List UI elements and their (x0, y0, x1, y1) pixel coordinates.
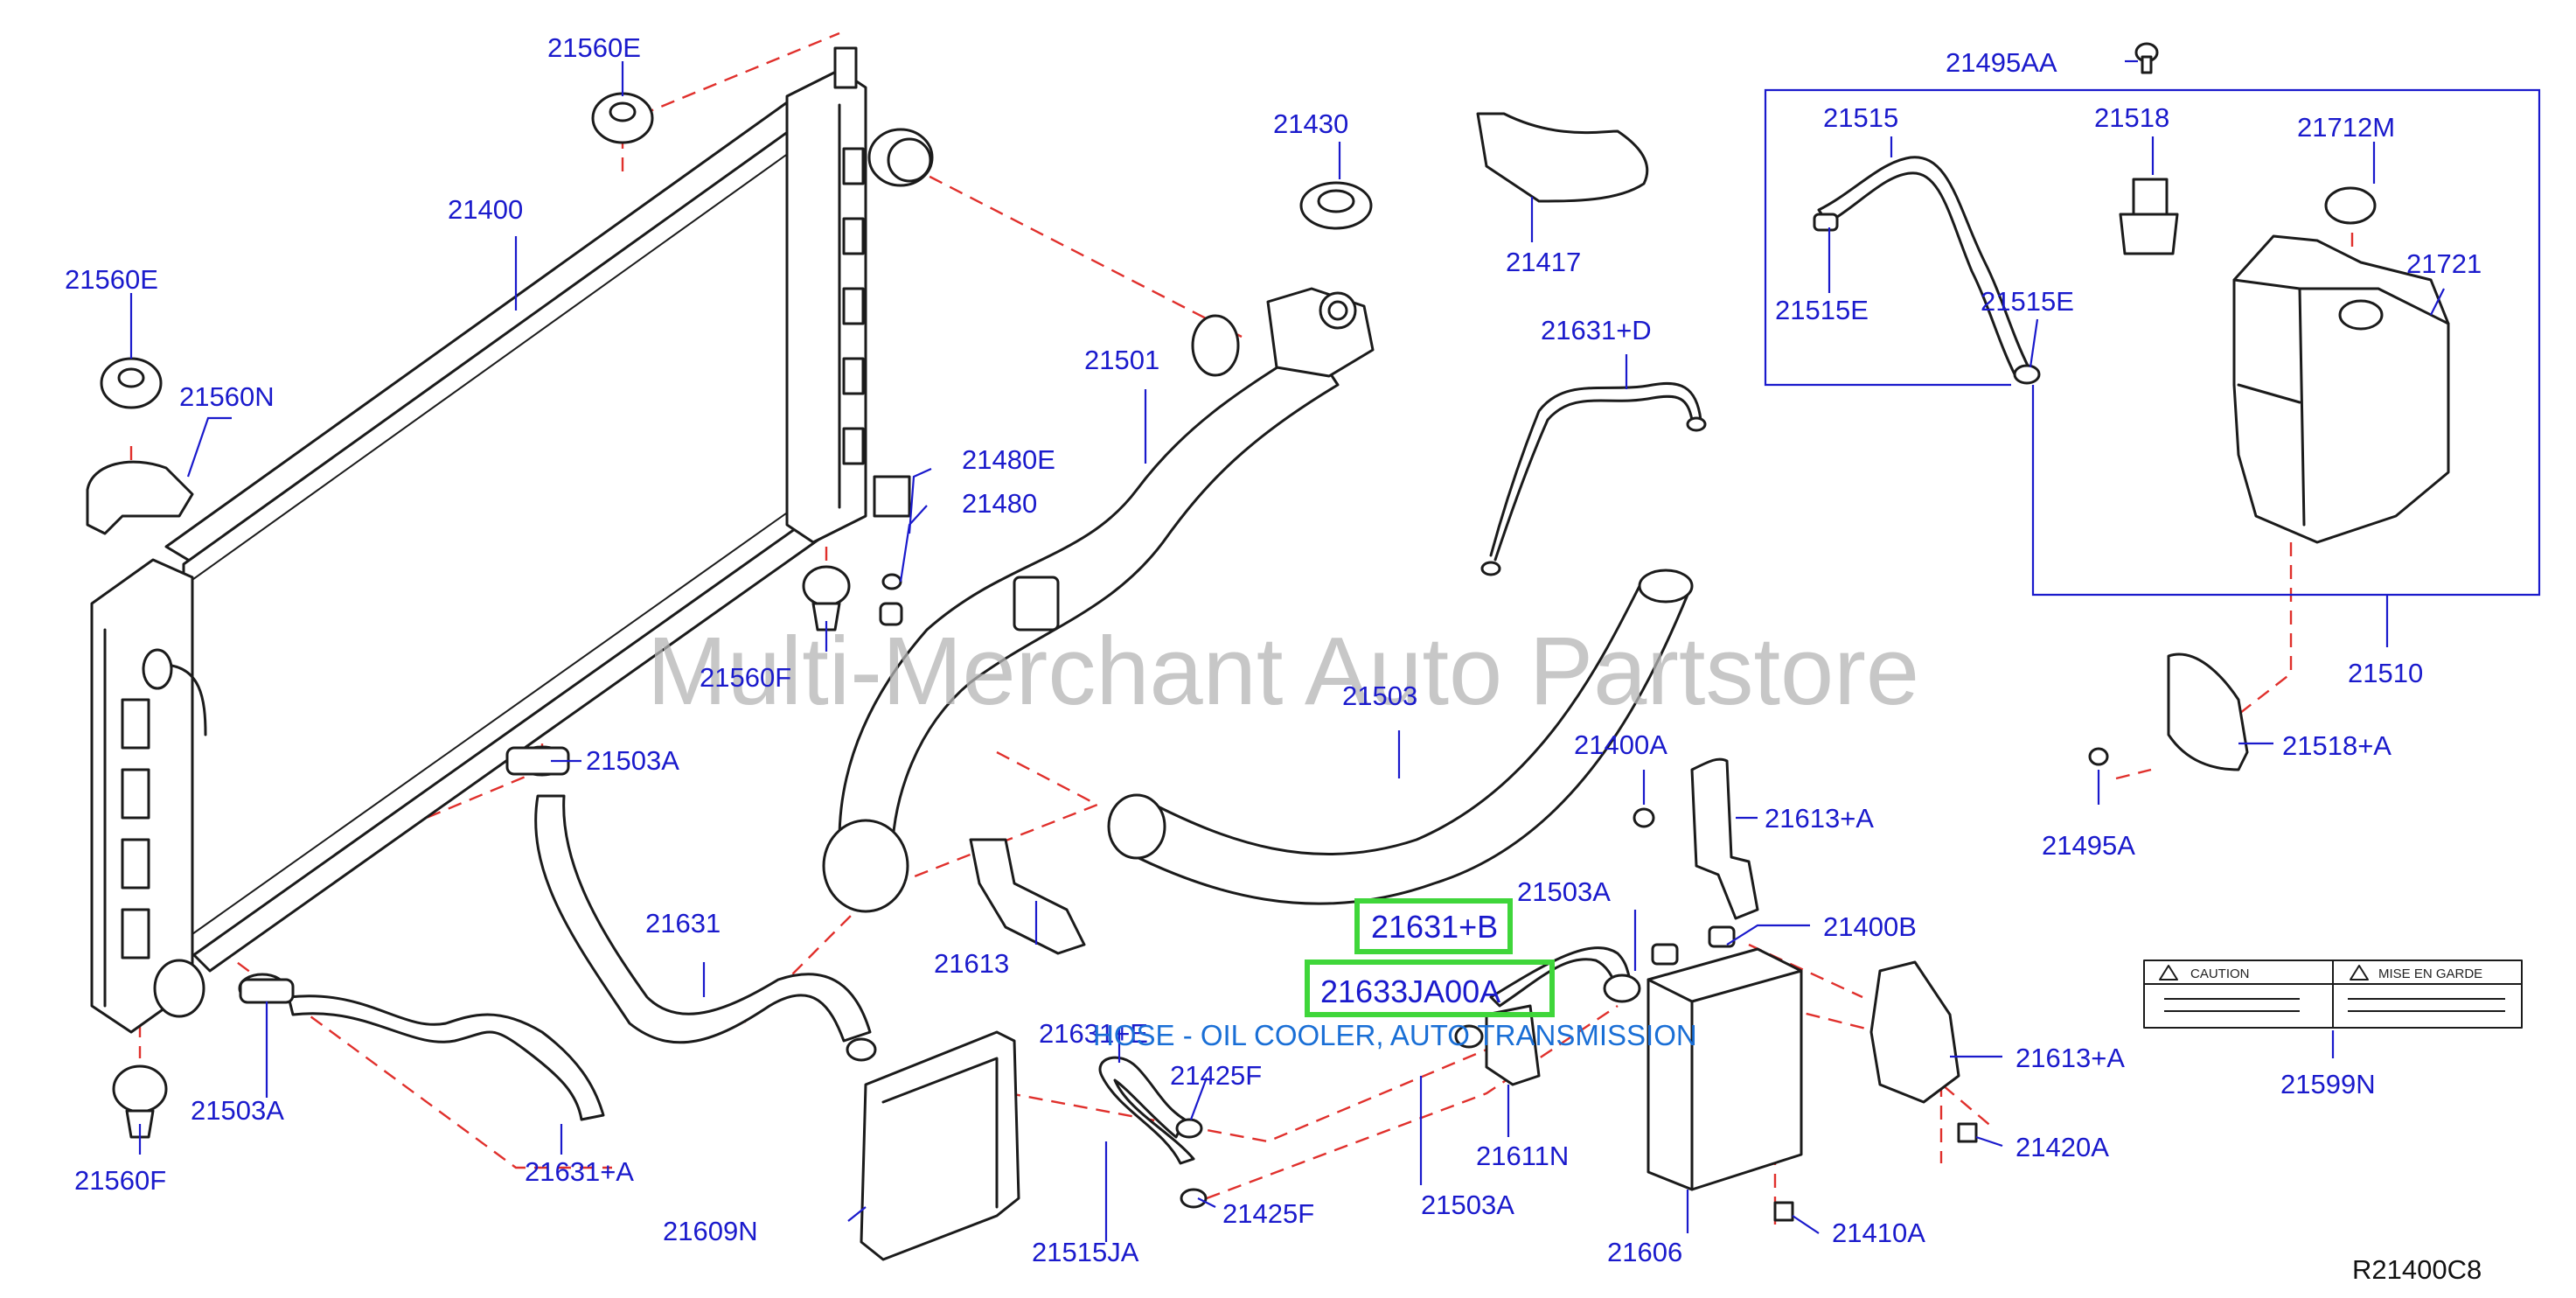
label-21613A-right[interactable]: 21613+A (2016, 1043, 2125, 1073)
label-21515JA[interactable]: 21515JA (1032, 1237, 1139, 1267)
caution-label-21599N: CAUTION MISE EN GARDE (2143, 960, 2523, 1029)
label-21631E[interactable]: 21631+E (1039, 1018, 1148, 1049)
label-21480E[interactable]: 21480E (962, 444, 1055, 475)
label-21503A-bottom-left[interactable]: 21503A (191, 1095, 284, 1126)
label-21480[interactable]: 21480 (962, 488, 1037, 519)
radiator-21400 (90, 46, 934, 1034)
label-21400[interactable]: 21400 (448, 194, 523, 225)
label-21560E-left[interactable]: 21560E (65, 264, 158, 295)
label-21425F-a[interactable]: 21425F (1170, 1060, 1262, 1091)
label-21417[interactable]: 21417 (1506, 247, 1581, 277)
leader-lines (129, 59, 2445, 1242)
label-21518A[interactable]: 21518+A (2282, 730, 2392, 761)
label-21400A[interactable]: 21400A (1574, 729, 1667, 760)
caution-title-fr: MISE EN GARDE (2378, 967, 2482, 981)
hoses (239, 156, 2041, 1209)
reservoir-21721 (2232, 234, 2450, 544)
label-21560F-bottom[interactable]: 21560F (74, 1165, 166, 1196)
label-21515[interactable]: 21515 (1823, 102, 1898, 133)
label-21425F-b[interactable]: 21425F (1222, 1198, 1314, 1229)
label-21510[interactable]: 21510 (2348, 658, 2423, 688)
label-21631A[interactable]: 21631+A (525, 1156, 634, 1187)
highlight-box-21631B[interactable] (1354, 898, 1513, 954)
label-21606[interactable]: 21606 (1607, 1237, 1682, 1267)
label-21560E-top[interactable]: 21560E (547, 32, 641, 63)
label-21560F-mid[interactable]: 21560F (700, 662, 791, 693)
highlight-box-21633JA00A[interactable] (1305, 960, 1555, 1017)
label-21631D[interactable]: 21631+D (1541, 315, 1652, 345)
oil-cooler-21606 (1647, 925, 1803, 1191)
label-21611N[interactable]: 21611N (1476, 1141, 1569, 1171)
diagram-reference-code: R21400C8 (2352, 1254, 2482, 1285)
label-21631[interactable]: 21631 (645, 908, 721, 939)
label-21631B-highlighted[interactable]: 21631+B (1371, 909, 1498, 945)
label-21410A[interactable]: 21410A (1832, 1218, 1925, 1248)
label-21430[interactable]: 21430 (1273, 108, 1348, 139)
label-21503A-top[interactable]: 21503A (586, 745, 679, 776)
label-21503A-mid[interactable]: 21503A (1517, 876, 1611, 907)
watermark: Multi-Merchant Auto Partstore (647, 618, 1919, 725)
label-21609N[interactable]: 21609N (663, 1216, 758, 1246)
part-description: HOSE - OIL COOLER, AUTO TRANSMISSION (1093, 1019, 1697, 1051)
label-21420A[interactable]: 21420A (2016, 1132, 2109, 1162)
label-21721[interactable]: 21721 (2406, 248, 2482, 279)
cover-21609N (860, 1030, 1020, 1261)
label-21503A-bottom[interactable]: 21503A (1421, 1190, 1514, 1220)
label-21495A[interactable]: 21495A (2042, 830, 2135, 861)
small-components (969, 42, 2377, 1222)
reservoir-group-frame (1764, 88, 2541, 597)
label-21633JA00A-highlighted[interactable]: 21633JA00A (1320, 974, 1500, 1009)
label-21501[interactable]: 21501 (1084, 345, 1159, 375)
label-21518[interactable]: 21518 (2094, 102, 2169, 133)
label-21599N[interactable]: 21599N (2280, 1069, 2376, 1099)
label-21560N[interactable]: 21560N (179, 381, 275, 412)
label-21613[interactable]: 21613 (934, 948, 1009, 979)
label-21613A-top[interactable]: 21613+A (1765, 803, 1874, 834)
label-21515E-a[interactable]: 21515E (1775, 295, 1869, 325)
label-21503[interactable]: 21503 (1342, 680, 1417, 711)
label-21515E-b[interactable]: 21515E (1981, 286, 2074, 317)
label-21495AA[interactable]: 21495AA (1946, 47, 2057, 78)
part-labels: 21560E 21400 21560E 21560N 21480E 21480 … (65, 32, 2482, 1267)
label-21400B[interactable]: 21400B (1823, 911, 1917, 942)
label-21712M[interactable]: 21712M (2297, 112, 2395, 143)
caution-title: CAUTION (2190, 967, 2250, 981)
